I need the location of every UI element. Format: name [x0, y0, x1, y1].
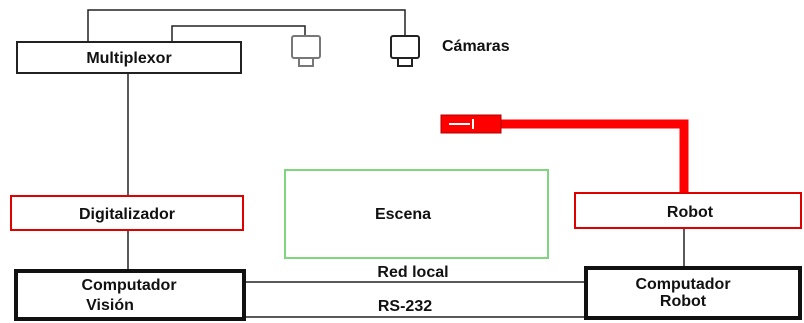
robot-arm-segment [500, 119, 689, 193]
multiplexor-box: Multiplexor [16, 41, 242, 74]
digitalizador-box: Digitalizador [10, 195, 244, 231]
escena-label: Escena [375, 206, 431, 223]
cameras-label: Cámaras [442, 38, 510, 55]
escena-box: Escena [284, 169, 549, 259]
robot-box: Robot [574, 192, 802, 229]
robot-computer-box: Computador Robot [584, 266, 802, 320]
vision-computer-label-line2: Visión [86, 297, 134, 314]
digitalizador-label: Digitalizador [79, 206, 175, 223]
robot-computer-label-line2: Robot [660, 293, 707, 310]
camera-2-to-multiplexor-line [87, 9, 406, 42]
robot-computer-label-line1: Computador [635, 276, 730, 293]
vision-computer-box: Computador Visión [14, 269, 246, 321]
camera-2-icon [390, 35, 420, 67]
robot-arm [440, 114, 689, 193]
red-local-label: Red local [377, 264, 448, 281]
rs232-label: RS-232 [378, 298, 432, 315]
multiplexor-label: Multiplexor [86, 50, 171, 67]
connectors [87, 9, 685, 318]
camera-1-to-multiplexor-line [171, 25, 306, 42]
robot-label: Robot [667, 204, 714, 221]
vision-computer-label-line1: Computador [81, 277, 176, 294]
gripper-icon [440, 114, 502, 134]
camera-1-icon [291, 35, 321, 67]
